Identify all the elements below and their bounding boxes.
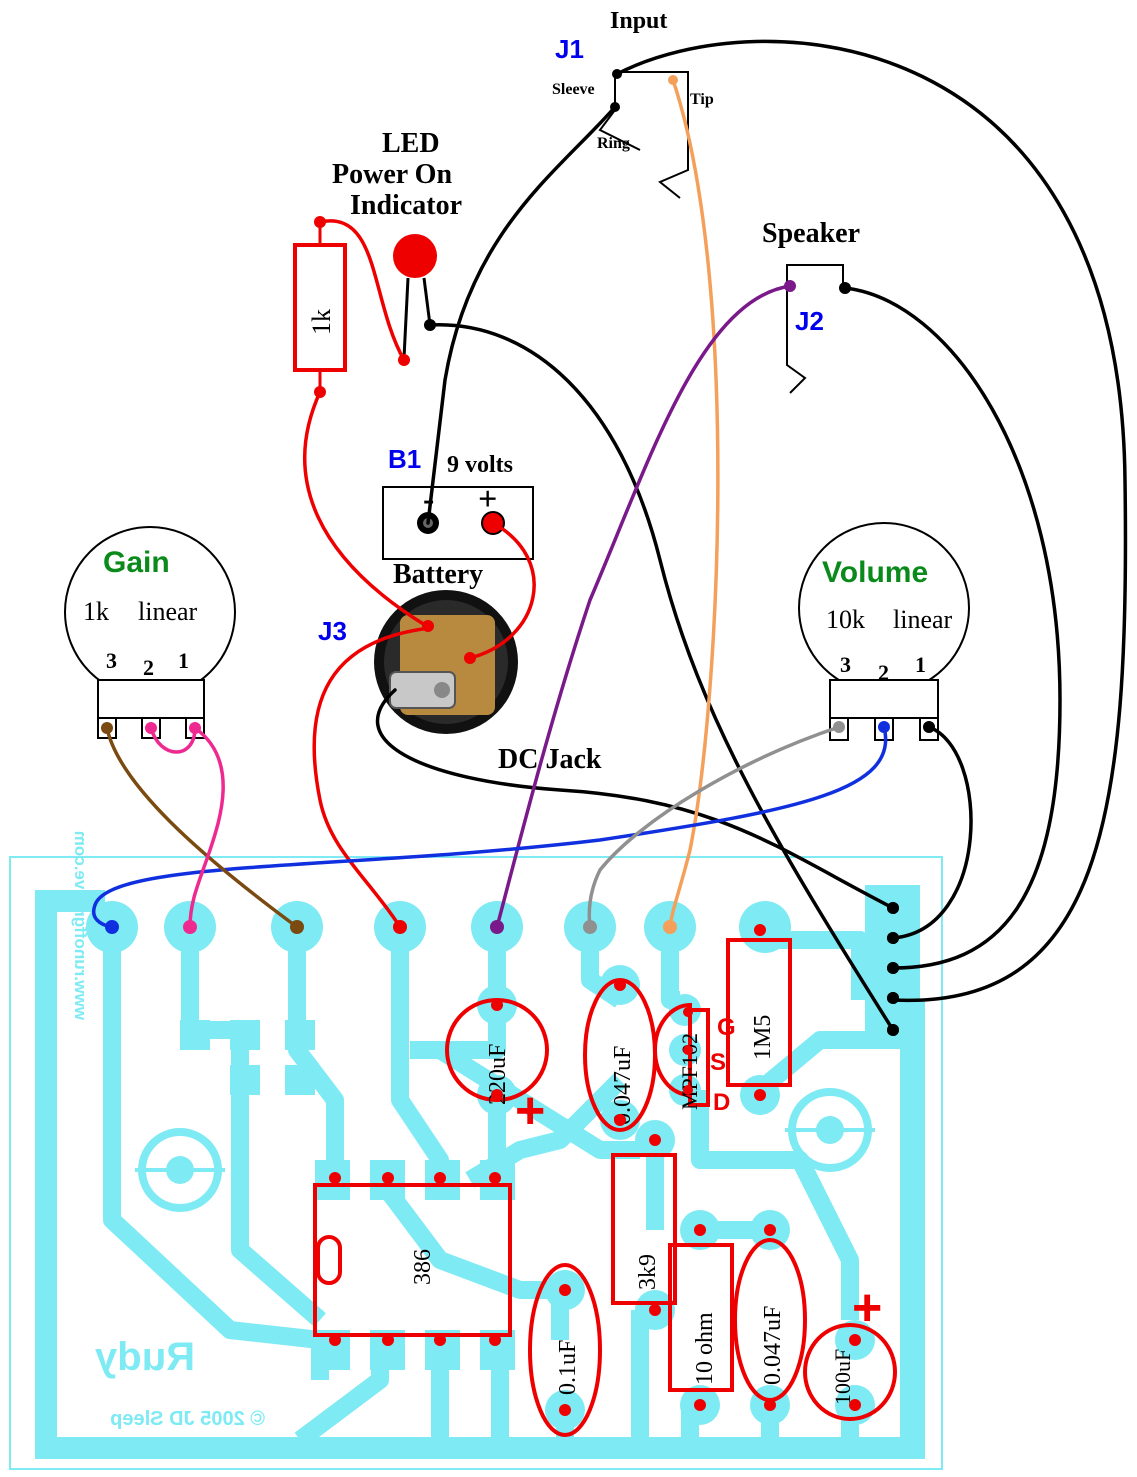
- gain-pin-2: 2: [143, 655, 154, 680]
- led-power-indicator: LED Power On Indicator: [332, 128, 462, 359]
- ring-label: Ring: [597, 135, 630, 152]
- battery-minus: -: [423, 481, 434, 518]
- capacitor-01uf: 0.1uF: [528, 1263, 602, 1437]
- j2-label: J2: [795, 306, 824, 336]
- svg-text:1M5: 1M5: [750, 1015, 776, 1060]
- wire-terminals: [101, 216, 935, 1036]
- volume-label: Volume: [822, 556, 928, 589]
- resistor-3k9: 3k9: [611, 1153, 677, 1305]
- gain-label: Gain: [103, 546, 170, 579]
- pcb-name: Rudy: [94, 1335, 195, 1379]
- volume-potentiometer: Volume 10k linear 3 2 1: [798, 522, 970, 741]
- resistor-1k-led: 1k: [293, 222, 347, 392]
- led-label-2: Power On: [332, 159, 452, 190]
- battery-plus: +: [478, 481, 497, 518]
- dc-jack-j3: J3 DC Jack: [318, 590, 602, 775]
- wires: [92, 39, 1128, 1032]
- capacitor-0047uf-bottom: 0.047uF: [733, 1238, 807, 1402]
- led-label-3: Indicator: [350, 190, 462, 221]
- input-label: Input: [610, 8, 667, 34]
- gain-taper: linear: [138, 597, 198, 626]
- tip-label: Tip: [690, 91, 714, 108]
- b1-label: B1: [388, 444, 421, 474]
- svg-text:S: S: [710, 1049, 726, 1076]
- volume-pin-1: 1: [915, 652, 926, 677]
- mounting-hole-right: [785, 1088, 875, 1172]
- jfet-mpf102: MPF102 G S D: [653, 1002, 736, 1116]
- pcb-copyright: © 2005 JD Sleep: [110, 1408, 265, 1430]
- sleeve-label: Sleeve: [552, 81, 595, 98]
- svg-text:386: 386: [410, 1249, 436, 1285]
- speaker-label: Speaker: [762, 218, 860, 249]
- solder-dots: [329, 924, 861, 1416]
- ic-386: 386: [313, 1183, 512, 1337]
- pcb-side-text: www.runoffgroove.com: [71, 831, 90, 1021]
- pcb-board: www.runoffgroove.com Rudy © 2005 JD Slee…: [9, 831, 943, 1470]
- capacitor-100uf: 100uF +: [803, 1279, 897, 1421]
- gain-pin-1: 1: [178, 648, 189, 673]
- svg-text:D: D: [713, 1089, 730, 1116]
- svg-text:0.047uF: 0.047uF: [760, 1306, 786, 1385]
- svg-text:3k9: 3k9: [635, 1254, 661, 1290]
- gain-potentiometer: Gain 1k linear 3 2 1: [64, 526, 236, 739]
- speaker-jack-j2: Speaker J2: [762, 218, 860, 394]
- j1-label: J1: [555, 34, 584, 64]
- battery-b1: B1 9 volts - + Battery: [382, 444, 534, 590]
- cap-polarity-plus: +: [515, 1082, 545, 1140]
- volume-pin-3: 3: [840, 652, 851, 677]
- battery-label: Battery: [393, 559, 483, 590]
- gain-pin-3: 3: [106, 648, 117, 673]
- volume-taper: linear: [893, 605, 953, 634]
- input-jack-j1: Input J1 Sleeve Tip Ring: [552, 8, 714, 199]
- svg-text:0.047uF: 0.047uF: [610, 1046, 636, 1125]
- volume-value: 10k: [826, 605, 865, 634]
- svg-text:100uF: 100uF: [830, 1349, 855, 1405]
- resistor-1m5: 1M5: [726, 938, 792, 1087]
- svg-text:0.1uF: 0.1uF: [555, 1340, 581, 1395]
- svg-text:MPF102: MPF102: [677, 1033, 702, 1110]
- gain-value: 1k: [83, 597, 109, 626]
- resistor-10ohm: 10 ohm: [668, 1243, 734, 1392]
- svg-text:1k: 1k: [307, 309, 336, 335]
- volume-pin-2: 2: [878, 660, 889, 685]
- volts-label: 9 volts: [447, 452, 513, 478]
- dc-jack-label: DC Jack: [498, 744, 602, 775]
- led-label-1: LED: [382, 128, 440, 159]
- svg-text:10 ohm: 10 ohm: [692, 1312, 718, 1385]
- j3-label: J3: [318, 616, 347, 646]
- cap-polarity-plus: +: [852, 1279, 882, 1337]
- mounting-hole-left: [135, 1128, 225, 1212]
